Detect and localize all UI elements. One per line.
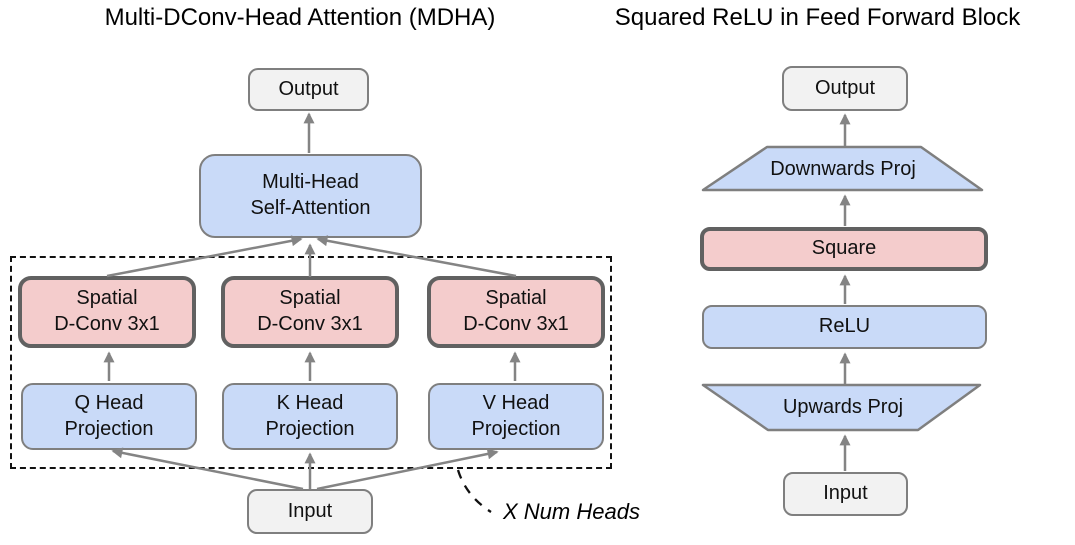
num-heads-note: X Num Heads [503, 499, 640, 524]
right-diagram-title: Squared ReLU in Feed Forward Block [614, 4, 1021, 31]
right-output-box: Output [782, 66, 908, 111]
head-label-line1: Q Head [74, 391, 144, 414]
spatial-label-line2: D-Conv 3x1 [54, 313, 160, 335]
num-heads-pointer-dashed-line [456, 469, 492, 513]
spatial-label-line1: Spatial [485, 287, 547, 310]
square-label: Square [811, 237, 877, 260]
head-label-line1: K Head [276, 391, 344, 414]
relu-box: ReLU [702, 305, 987, 349]
right-input-label: Input [823, 482, 868, 505]
q-head-projection-box: Q Head Projection [21, 383, 197, 450]
v-head-projection-box: V Head Projection [428, 383, 604, 450]
left-output-label: Output [278, 77, 339, 100]
head-label-line2: Projection [64, 417, 154, 440]
spatial-label-line2: D-Conv 3x1 [463, 313, 569, 335]
right-output-label: Output [814, 76, 876, 99]
multi-head-self-attention-box: Multi-Head Self-Attention [199, 154, 422, 238]
left-input-box: Input [247, 489, 373, 534]
downwards-proj-label: Downwards Proj [770, 157, 916, 180]
mhsa-label-line2: Self-Attention [250, 197, 371, 219]
upwards-proj-label: Upwards Proj [782, 395, 904, 418]
spatial-label-line1: Spatial [76, 287, 138, 310]
relu-label: ReLU [818, 315, 871, 338]
spatial-dconv-box-k: Spatial D-Conv 3x1 [221, 276, 399, 348]
spatial-label-line2: D-Conv 3x1 [257, 313, 363, 335]
spatial-label-line1: Spatial [279, 287, 341, 310]
left-input-label: Input [287, 499, 333, 522]
mhsa-label-line1: Multi-Head [262, 171, 359, 194]
head-label-line1: V Head [482, 391, 550, 414]
left-output-box: Output [248, 68, 369, 111]
square-box: Square [700, 227, 988, 271]
spatial-dconv-box-q: Spatial D-Conv 3x1 [18, 276, 196, 348]
k-head-projection-box: K Head Projection [222, 383, 398, 450]
left-diagram-title: Multi-DConv-Head Attention (MDHA) [104, 4, 496, 31]
head-label-line2: Projection [265, 417, 355, 440]
right-input-box: Input [783, 472, 908, 516]
spatial-dconv-box-v: Spatial D-Conv 3x1 [427, 276, 605, 348]
head-label-line2: Projection [471, 417, 561, 440]
